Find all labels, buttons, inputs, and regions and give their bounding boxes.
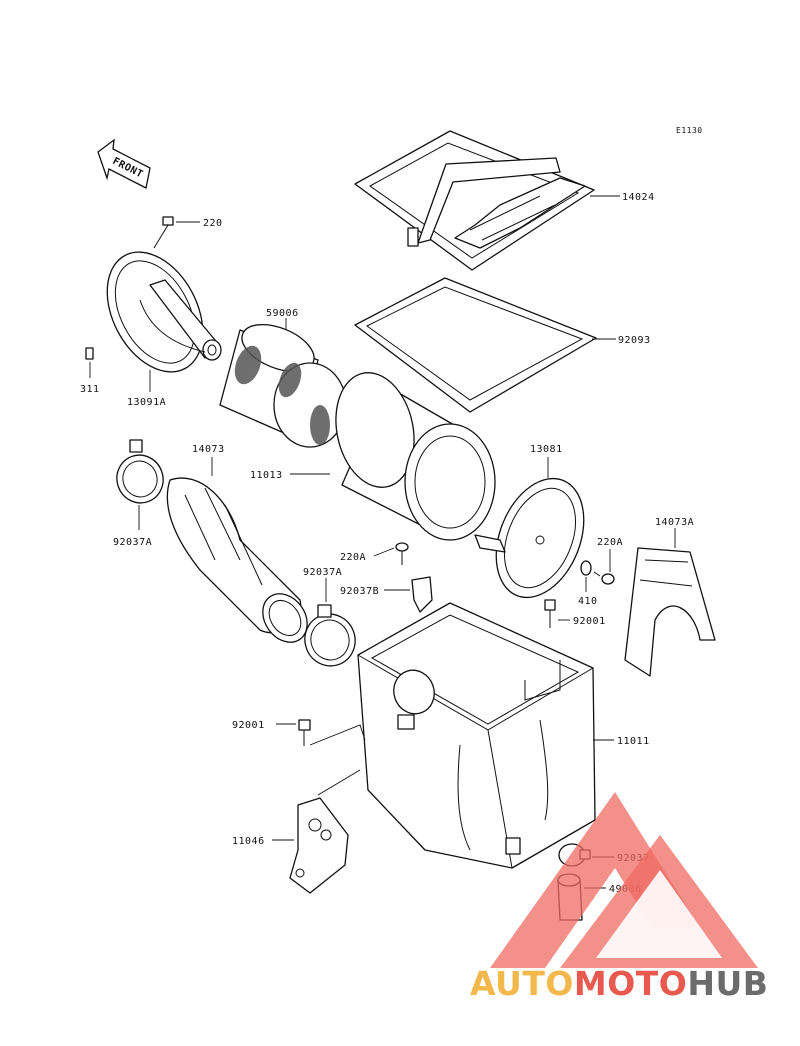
- label-11011: 11011: [617, 736, 650, 747]
- part-92001-bolt-right: [544, 599, 556, 628]
- part-11046-bracket: [289, 797, 349, 894]
- part-220A-screw-right: [593, 571, 615, 585]
- part-59006-prefilter: [219, 323, 347, 448]
- label-92037B: 92037B: [340, 586, 379, 597]
- part-11011-case: [357, 602, 596, 869]
- part-92037A-clamp-mid: [304, 604, 356, 667]
- label-410: 410: [578, 596, 598, 607]
- label-220A-right: 220A: [597, 537, 623, 548]
- part-311-rivet: [85, 347, 94, 360]
- label-11046: 11046: [232, 836, 265, 847]
- part-92001-bolt-left: [298, 719, 311, 746]
- label-92001-right: 92001: [573, 616, 606, 627]
- part-13091A-plate: [106, 251, 222, 373]
- label-13091A: 13091A: [127, 397, 166, 408]
- label-220-top: 220: [203, 218, 223, 229]
- watermark-text: AUTOMOTOHUB: [470, 964, 768, 1003]
- part-13081-plate: [474, 477, 585, 599]
- part-410-washer: [580, 560, 592, 576]
- part-14024-cover: [354, 130, 595, 271]
- label-59006: 59006: [266, 308, 299, 319]
- front-arrow-icon: FRONT: [97, 138, 151, 189]
- label-220A-center: 220A: [340, 552, 366, 563]
- part-14073A-duct: [624, 547, 716, 677]
- label-14073: 14073: [192, 444, 225, 455]
- label-92037A-mid: 92037A: [303, 567, 342, 578]
- part-220A-screw-center: [395, 542, 409, 565]
- part-220-bolt: [153, 216, 174, 249]
- part-92037B-clip: [411, 576, 433, 613]
- part-14073-duct: [166, 477, 308, 643]
- part-92037A-clamp-left: [116, 439, 164, 504]
- watermark-logo: [490, 792, 758, 968]
- label-13081: 13081: [530, 444, 563, 455]
- label-92001-left: 92001: [232, 720, 265, 731]
- label-311: 311: [80, 384, 100, 395]
- label-92037A-left: 92037A: [113, 537, 152, 548]
- part-92093-gasket: [354, 277, 597, 413]
- label-92093: 92093: [618, 335, 651, 346]
- label-14073A: 14073A: [655, 517, 694, 528]
- label-14024: 14024: [622, 192, 655, 203]
- part-11013-filter: [335, 372, 496, 541]
- diagram-ref-code: E1130: [676, 126, 703, 135]
- label-11013: 11013: [250, 470, 283, 481]
